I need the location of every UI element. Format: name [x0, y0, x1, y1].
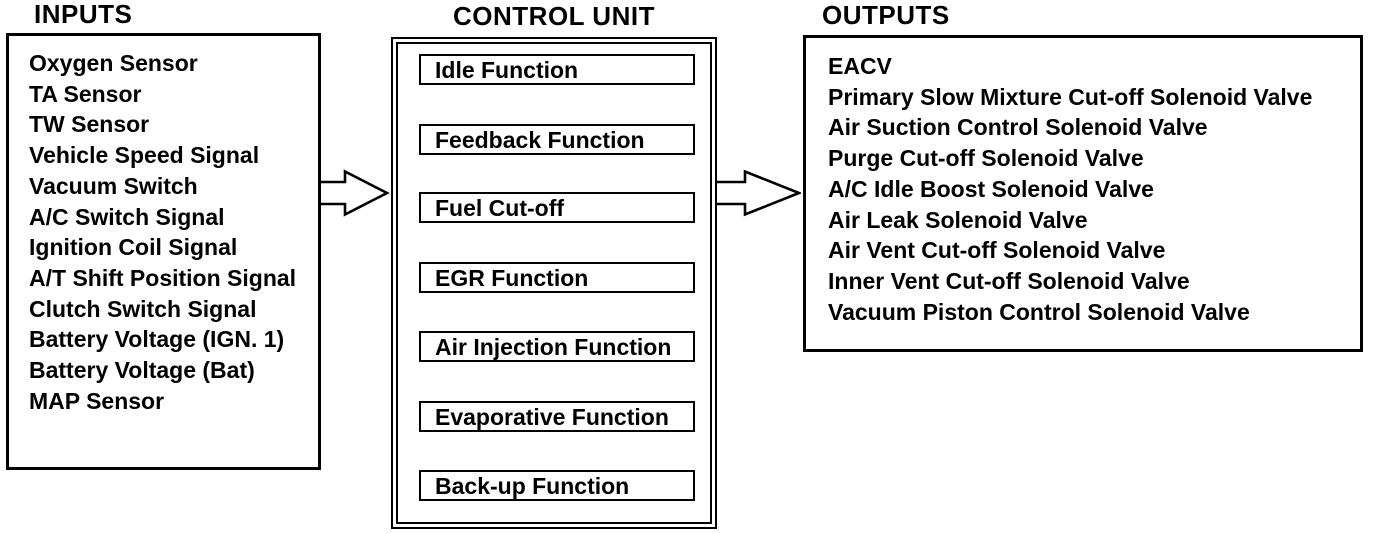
output-item: Inner Vent Cut-off Solenoid Valve: [828, 267, 1190, 294]
output-item: EACV: [828, 53, 892, 79]
output-item: Air Leak Solenoid Valve: [828, 206, 1088, 233]
block-arrow-glyph: [321, 169, 390, 217]
output-item: A/C Idle Boost Solenoid Valve: [828, 175, 1154, 202]
input-item: Oxygen Sensor: [29, 50, 198, 76]
control-unit-box: Idle Function Feedback Function Fuel Cut…: [391, 37, 717, 529]
input-item: Battery Voltage (IGN. 1): [29, 326, 285, 353]
control-unit-inner-border: [396, 42, 712, 524]
input-item: Vehicle Speed Signal: [29, 142, 260, 169]
outputs-box: EACV Primary Slow Mixture Cut-off Soleno…: [803, 35, 1363, 352]
input-item: MAP Sensor: [29, 387, 165, 414]
function-box-back-up: Back-up Function: [419, 470, 695, 501]
input-item: Battery Voltage (Bat): [29, 357, 255, 384]
function-box-evaporative: Evaporative Function: [419, 401, 695, 432]
output-item: Air Vent Cut-off Solenoid Valve: [828, 237, 1166, 264]
output-item: Vacuum Piston Control Solenoid Valve: [828, 298, 1250, 325]
input-item: Ignition Coil Signal: [29, 234, 238, 261]
output-item: Primary Slow Mixture Cut-off Solenoid Va…: [828, 83, 1313, 110]
function-box-fuel-cut-off: Fuel Cut-off: [419, 192, 695, 223]
input-item: TW Sensor: [29, 111, 150, 138]
block-arrow-glyph: [717, 169, 801, 217]
flow-arrow-inputs-to-control-icon: [321, 169, 390, 217]
inputs-title: INPUTS: [34, 0, 133, 29]
input-item: A/C Switch Signal: [29, 203, 225, 230]
function-box-egr: EGR Function: [419, 262, 695, 293]
flow-arrow-control-to-outputs-icon: [717, 169, 801, 217]
output-item: Purge Cut-off Solenoid Valve: [828, 145, 1144, 172]
control-unit-title: CONTROL UNIT: [453, 1, 655, 31]
function-box-feedback: Feedback Function: [419, 124, 695, 155]
outputs-title: OUTPUTS: [822, 0, 950, 30]
input-item: Clutch Switch Signal: [29, 295, 257, 322]
inputs-box: Oxygen Sensor TA Sensor TW Sensor Vehicl…: [6, 33, 321, 470]
input-item: Vacuum Switch: [29, 172, 198, 199]
input-item: A/T Shift Position Signal: [29, 264, 297, 291]
function-box-air-injection: Air Injection Function: [419, 331, 695, 362]
output-item: Air Suction Control Solenoid Valve: [828, 114, 1208, 141]
function-box-idle: Idle Function: [419, 54, 695, 85]
input-item: TA Sensor: [29, 80, 142, 107]
